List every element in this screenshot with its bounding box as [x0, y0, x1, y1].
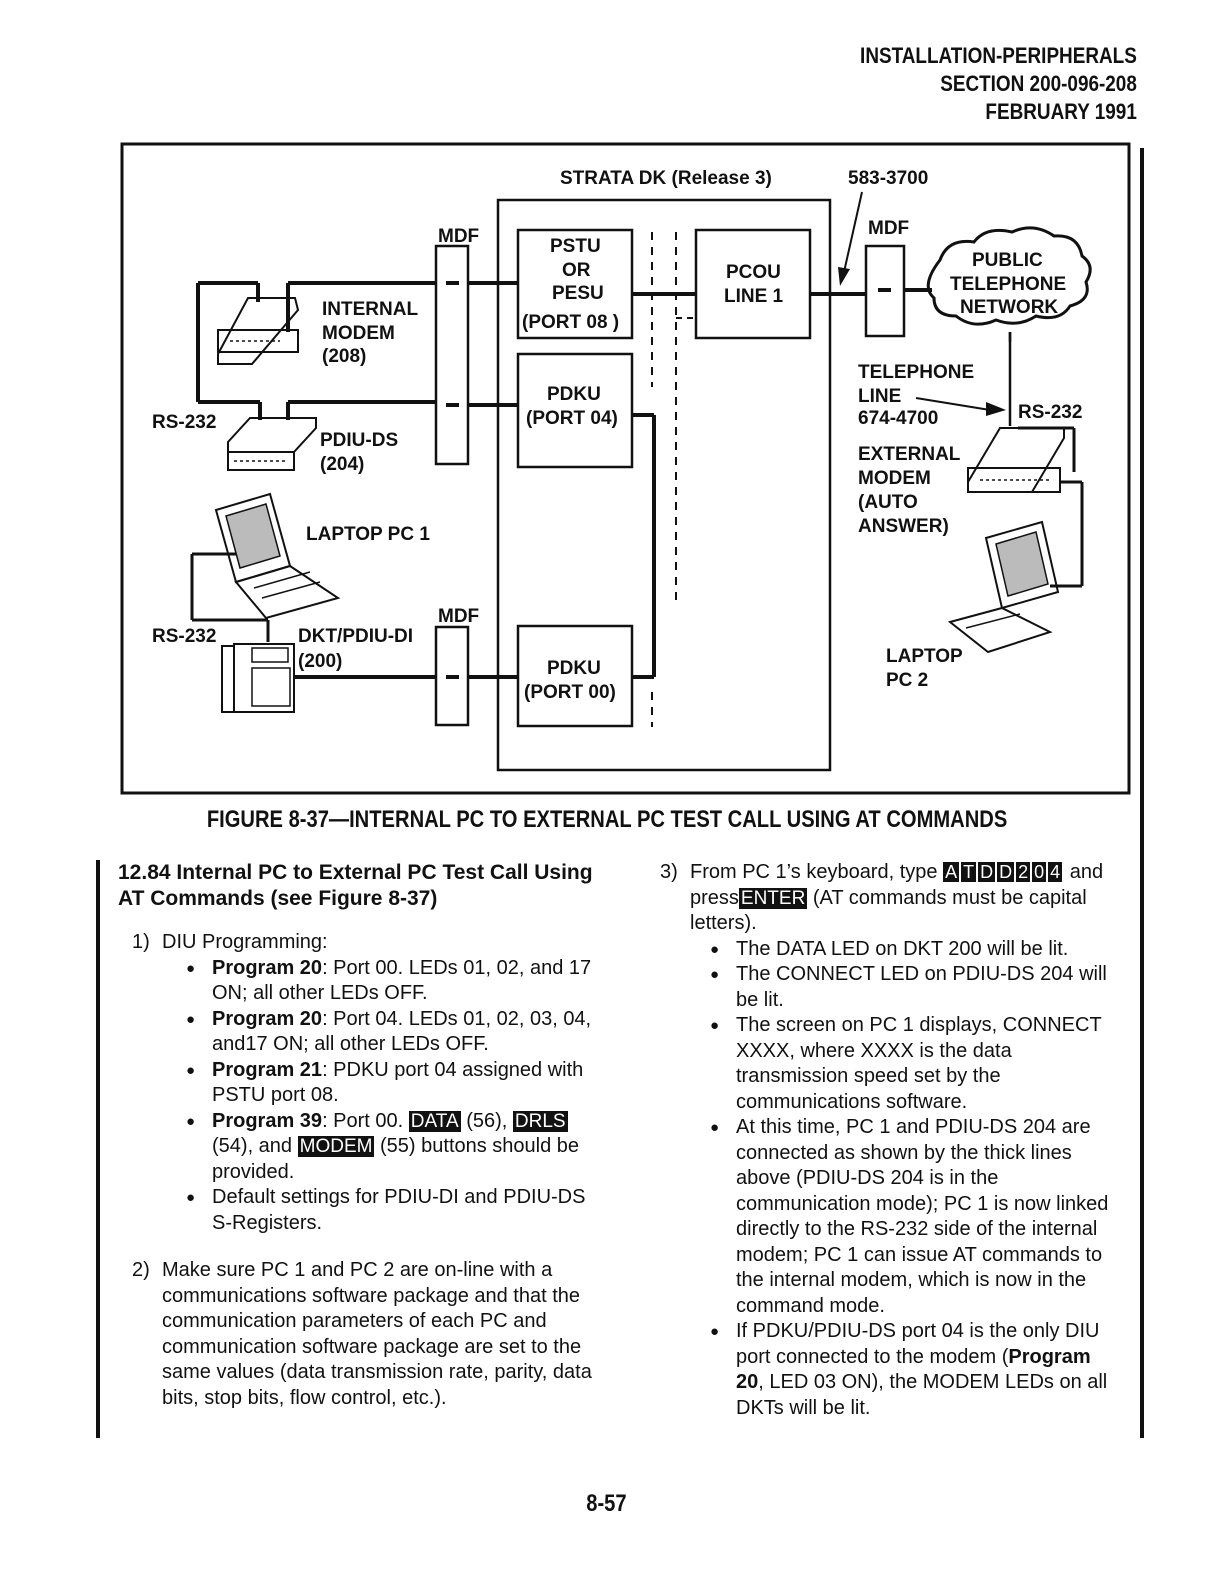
svg-text:RS-232: RS-232: [152, 412, 216, 433]
key-d: D: [997, 862, 1015, 882]
header-line-1: INSTALLATION-PERIPHERALS: [860, 43, 1137, 68]
svg-text:OR: OR: [562, 260, 591, 281]
svg-text:(PORT 00): (PORT 00): [524, 682, 616, 703]
laptop-pc1-icon: [214, 492, 341, 620]
key-4: 4: [1048, 862, 1063, 882]
svg-text:EXTERNAL: EXTERNAL: [858, 444, 961, 465]
list-item: If PDKU/PDIU-DS port 04 is the only DIU …: [710, 1319, 1122, 1421]
public-network-cloud: [926, 226, 1092, 326]
step-1-number: 1): [132, 931, 150, 953]
drls-key: DRLS: [512, 1110, 568, 1132]
key-2: 2: [1016, 862, 1031, 882]
svg-text:PDKU: PDKU: [547, 384, 601, 405]
page-header: INSTALLATION-PERIPHERALS SECTION 200-096…: [860, 42, 1137, 126]
step-2-number: 2): [132, 1259, 150, 1281]
revision-bar-left: [96, 860, 100, 1438]
step-2-text: Make sure PC 1 and PC 2 are on-line with…: [162, 1259, 592, 1409]
svg-text:LINE: LINE: [858, 386, 901, 407]
external-modem-icon: [967, 427, 1065, 493]
key-t: T: [961, 862, 977, 882]
svg-text:674-4700: 674-4700: [858, 408, 938, 429]
key-d: D: [978, 862, 996, 882]
svg-text:TELEPHONE: TELEPHONE: [950, 274, 1066, 295]
step-2: 2) Make sure PC 1 and PC 2 are on-line w…: [118, 1258, 596, 1411]
figure-caption: FIGURE 8-37—INTERNAL PC TO EXTERNAL PC T…: [206, 806, 1008, 833]
svg-text:RS-232: RS-232: [1018, 402, 1082, 423]
svg-text:TELEPHONE: TELEPHONE: [858, 362, 974, 383]
number-583-3700: 583-3700: [848, 168, 928, 189]
enter-key: ENTER: [738, 887, 808, 909]
data-key: DATA: [408, 1110, 461, 1132]
step-3-number: 3): [660, 861, 678, 883]
key-0: 0: [1032, 862, 1047, 882]
strata-dk-cabinet: [496, 198, 832, 772]
step-3-bullets: The DATA LED on DKT 200 will be lit. The…: [690, 937, 1122, 1422]
svg-text:PSTU: PSTU: [550, 236, 601, 257]
key-a: A: [943, 862, 960, 882]
mdf-right-label: MDF: [868, 218, 909, 239]
svg-text:PDIU-DS: PDIU-DS: [320, 430, 398, 451]
svg-text:(208): (208): [322, 346, 366, 367]
dkt-phone-icon: [221, 643, 295, 713]
modem-key: MODEM: [297, 1136, 375, 1157]
header-line-2: SECTION 200-096-208: [940, 71, 1137, 96]
svg-text:PUBLIC: PUBLIC: [972, 250, 1043, 271]
mdf-left-top: [434, 244, 470, 466]
step-1: 1) DIU Programming: Program 20: Port 00.…: [118, 930, 596, 1236]
svg-text:DKT/PDIU-DI: DKT/PDIU-DI: [298, 626, 413, 647]
list-item: The CONNECT LED on PDIU-DS 204 will be l…: [710, 962, 1122, 1013]
mdf-left-bottom-label: MDF: [438, 606, 479, 627]
list-item: Program 20: Port 04. LEDs 01, 02, 03, 04…: [186, 1007, 596, 1058]
pcou-box: [694, 228, 812, 340]
section-title: 12.84 Internal PC to External PC Test Ca…: [118, 861, 593, 910]
header-line-3: FEBRUARY 1991: [985, 99, 1137, 124]
left-column: 12.84 Internal PC to External PC Test Ca…: [118, 860, 596, 1427]
svg-text:(204): (204): [320, 454, 364, 475]
svg-text:LAPTOP PC 1: LAPTOP PC 1: [306, 524, 430, 545]
laptop-pc2-icon: [947, 520, 1060, 654]
svg-text:PDKU: PDKU: [547, 658, 601, 679]
pdiu-ds-icon: [227, 417, 317, 471]
list-item: The DATA LED on DKT 200 will be lit.: [710, 937, 1122, 963]
svg-text:ANSWER): ANSWER): [858, 516, 949, 537]
list-item: Program 39: Port 00. DATA (56), DRLS (54…: [186, 1109, 596, 1186]
list-item: Program 20: Port 00. LEDs 01, 02, and 17…: [186, 956, 596, 1007]
svg-text:(200): (200): [298, 651, 342, 672]
svg-text:(PORT 04): (PORT 04): [526, 408, 618, 429]
pdku-port04-box: [516, 352, 634, 469]
page-number: 8-57: [586, 1490, 627, 1517]
svg-text:PESU: PESU: [552, 283, 604, 304]
svg-text:RS-232: RS-232: [152, 626, 216, 647]
figure-frame: [120, 142, 1131, 795]
mdf-left-top-label: MDF: [438, 226, 479, 247]
revision-bar-right: [1140, 148, 1144, 1438]
figure-8-37: STRATA DK (Release 3) 583-3700 MDF MDF M…: [120, 142, 1131, 795]
svg-text:PCOU: PCOU: [726, 262, 781, 283]
svg-text:NETWORK: NETWORK: [960, 297, 1058, 318]
list-item: Program 21: PDKU port 04 assigned with P…: [186, 1058, 596, 1109]
svg-text:PC 2: PC 2: [886, 670, 928, 691]
step-1-bullets: Program 20: Port 00. LEDs 01, 02, and 17…: [162, 956, 596, 1237]
list-item: The screen on PC 1 displays, CONNECT XXX…: [710, 1013, 1122, 1115]
list-item: Default settings for PDIU-DI and PDIU-DS…: [186, 1185, 596, 1236]
strata-dk-label: STRATA DK (Release 3): [560, 168, 772, 189]
svg-text:INTERNAL: INTERNAL: [322, 299, 418, 320]
svg-text:LAPTOP: LAPTOP: [886, 646, 963, 667]
list-item: At this time, PC 1 and PDIU-DS 204 are c…: [710, 1115, 1122, 1319]
svg-text:LINE 1: LINE 1: [724, 286, 784, 307]
svg-text:MODEM: MODEM: [858, 468, 931, 489]
svg-text:(AUTO: (AUTO: [858, 492, 918, 513]
svg-text:(PORT 08 ): (PORT 08 ): [522, 312, 619, 333]
internal-modem-icon: [217, 297, 300, 365]
svg-text:MODEM: MODEM: [322, 323, 395, 344]
step-1-text: DIU Programming:: [162, 931, 328, 953]
